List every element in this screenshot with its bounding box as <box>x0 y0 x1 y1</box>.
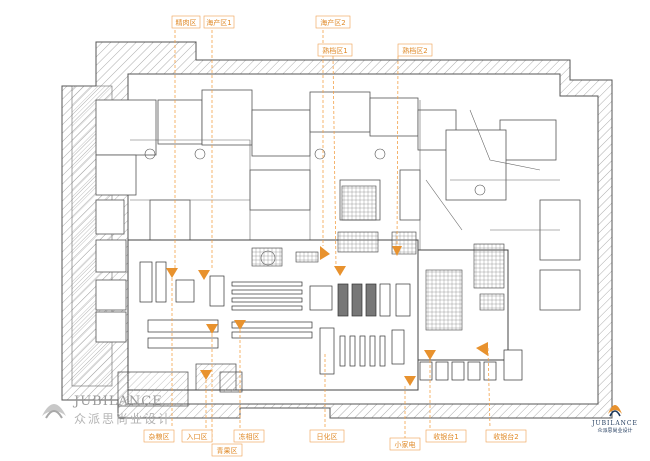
watermark: JUBILANCE 众派思尚业设计 <box>36 390 226 430</box>
zone-label-m: 收银台2 <box>485 429 527 443</box>
svg-text:熟档区2: 熟档区2 <box>402 46 427 55</box>
shelving-aisles <box>139 261 411 375</box>
brand-logo-block: JUBILANCE 众派思尚业设计 <box>588 394 642 456</box>
svg-text:入口区: 入口区 <box>187 433 208 441</box>
zone-label-j: 日化区 <box>309 429 345 443</box>
svg-text:收银台2: 收银台2 <box>493 432 518 441</box>
zone-label-f: 杂粮区 <box>143 429 175 443</box>
checkout-counters <box>419 349 523 381</box>
svg-text:杂粮区: 杂粮区 <box>149 432 170 441</box>
zone-label-b: 海产区1 <box>203 15 235 29</box>
watermark-en: JUBILANCE <box>74 394 163 409</box>
zone-markers <box>166 246 488 386</box>
zone-label-k: 小家电 <box>389 437 421 451</box>
svg-text:日化区: 日化区 <box>317 432 338 441</box>
brand-cn: 众派思尚业设计 <box>597 428 633 434</box>
svg-text:海产区1: 海产区1 <box>206 18 231 27</box>
zone-labels: 精肉区 海产区1 海产区2 熟档区1 熟档区2 杂粮区 入口区 青果区 <box>143 15 527 457</box>
watermark-cn: 众派思尚业设计 <box>74 412 173 426</box>
svg-text:精肉区: 精肉区 <box>176 18 197 27</box>
zone-label-e: 熟档区2 <box>397 43 433 57</box>
jubilance-logo-icon <box>608 405 622 417</box>
zone-label-a: 精肉区 <box>171 15 201 29</box>
zone-label-h: 青果区 <box>211 443 243 457</box>
svg-text:收银台1: 收银台1 <box>433 432 458 441</box>
jubilance-watermark-logo <box>42 404 66 419</box>
columns <box>144 148 486 266</box>
leader-lines <box>171 30 491 444</box>
brand-en: JUBILANCE <box>592 420 638 427</box>
svg-text:海产区2: 海产区2 <box>320 18 345 27</box>
stairs <box>117 363 243 407</box>
svg-text:冻相区: 冻相区 <box>239 432 260 441</box>
zone-label-c: 海产区2 <box>315 15 351 29</box>
svg-text:青果区: 青果区 <box>217 446 238 455</box>
zone-label-l: 收银台1 <box>425 429 467 443</box>
partition-lines <box>130 100 560 250</box>
svg-text:熟档区1: 熟档区1 <box>322 46 347 55</box>
zone-label-i: 冻相区 <box>233 429 265 443</box>
zone-label-d: 熟档区1 <box>317 43 353 57</box>
zone-label-g: 入口区 <box>181 429 213 443</box>
display-grids <box>251 185 505 331</box>
svg-text:小家电: 小家电 <box>395 440 416 449</box>
